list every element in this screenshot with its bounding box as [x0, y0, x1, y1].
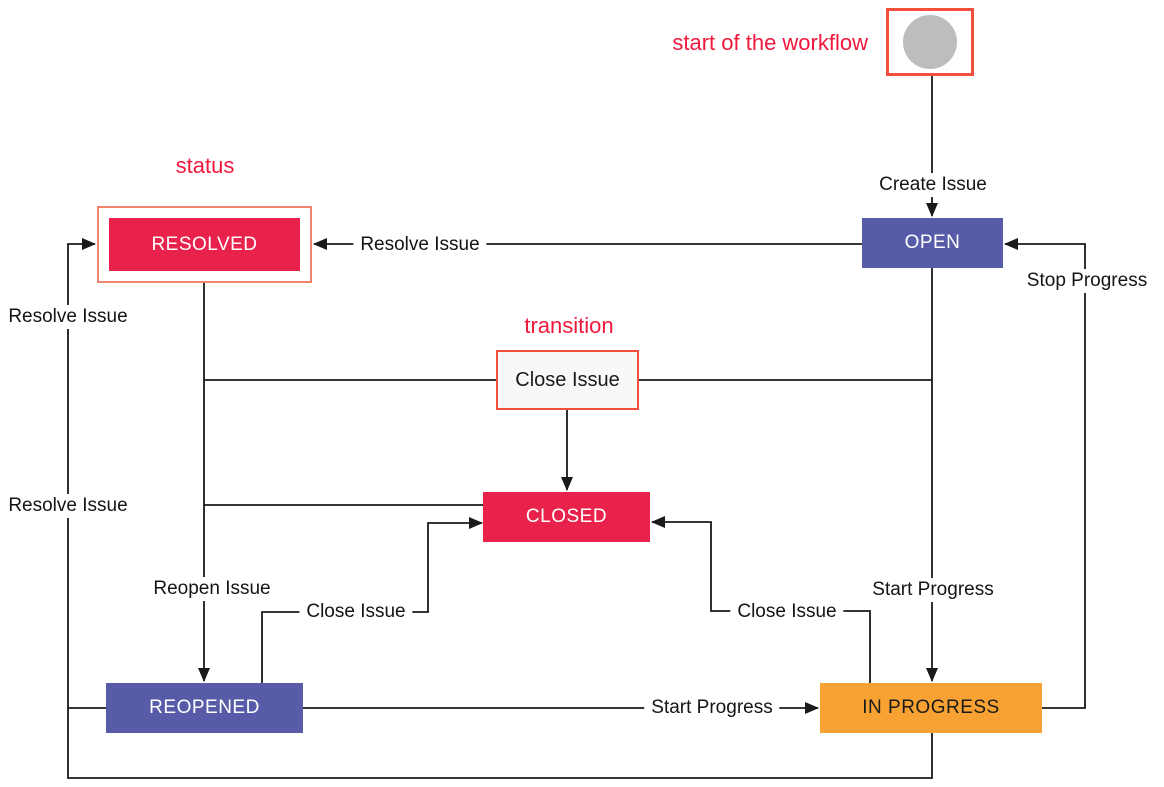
start-node — [886, 8, 974, 76]
edge-label-resolve-issue-upper: Resolve Issue — [1, 305, 135, 329]
edge-label-resolve-issue-lower: Resolve Issue — [1, 494, 135, 518]
edge-label-start-progress-open: Start Progress — [865, 578, 1001, 602]
status-label: status — [175, 153, 235, 178]
edge-label-close-issue-left: Close Issue — [299, 600, 413, 624]
edge-label-close-issue-right: Close Issue — [730, 600, 844, 624]
start-circle-icon — [903, 15, 957, 69]
state-open: OPEN — [862, 218, 1003, 268]
transition-label: transition — [524, 313, 614, 338]
state-resolved: RESOLVED — [109, 218, 300, 271]
transition-close-issue-box: Close Issue — [496, 350, 639, 410]
edge-label-reopen-issue: Reopen Issue — [146, 577, 278, 601]
edge-label-create-issue: Create Issue — [872, 173, 994, 197]
edge-inprogress-resolve — [67, 238, 933, 779]
start-of-workflow-label: start of the workflow — [672, 30, 868, 55]
edge-reopened-closed — [261, 517, 483, 683]
edge-label-start-progress-bottom: Start Progress — [644, 696, 780, 720]
edge-inprogress-closed — [651, 516, 871, 683]
state-reopened: REOPENED — [106, 683, 303, 733]
edge-label-stop-progress: Stop Progress — [1019, 269, 1155, 293]
edge-label-resolve-issue-mid: Resolve Issue — [353, 233, 487, 257]
status-highlight-outline: RESOLVED — [97, 206, 312, 283]
edge-stop-progress — [1004, 238, 1086, 709]
state-closed: CLOSED — [483, 492, 650, 542]
state-in-progress: IN PROGRESS — [820, 683, 1042, 733]
